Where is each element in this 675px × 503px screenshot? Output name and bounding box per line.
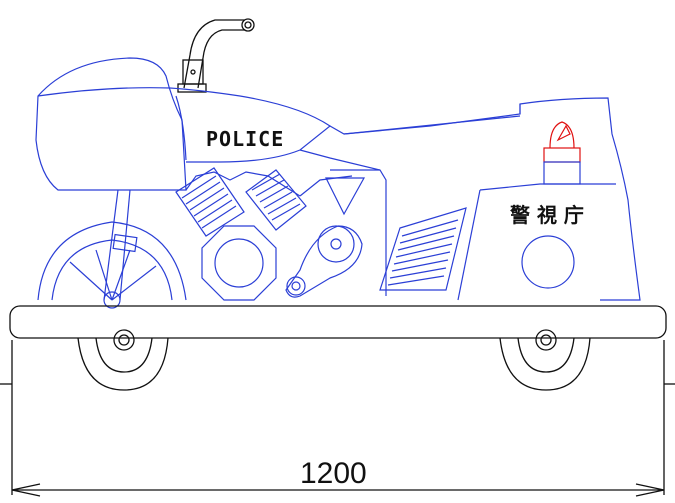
fairing-label: POLICE — [206, 127, 284, 151]
side-label-kanji: 警 視 庁 — [510, 203, 584, 227]
caster-right — [499, 329, 591, 391]
seat-and-rear — [299, 97, 641, 301]
fairing — [35, 57, 332, 191]
frame — [185, 169, 380, 197]
front-wheel — [37, 189, 187, 309]
side-grille — [379, 207, 467, 291]
dimension-line — [0, 340, 675, 497]
base-platform — [9, 305, 667, 339]
handlebar — [177, 18, 255, 93]
drive — [285, 177, 366, 298]
rear-hub-cover — [521, 235, 575, 289]
engine — [175, 167, 307, 301]
caster-left — [77, 329, 169, 391]
dimension-value: 1200 — [300, 457, 367, 490]
beacon-light — [543, 121, 581, 185]
